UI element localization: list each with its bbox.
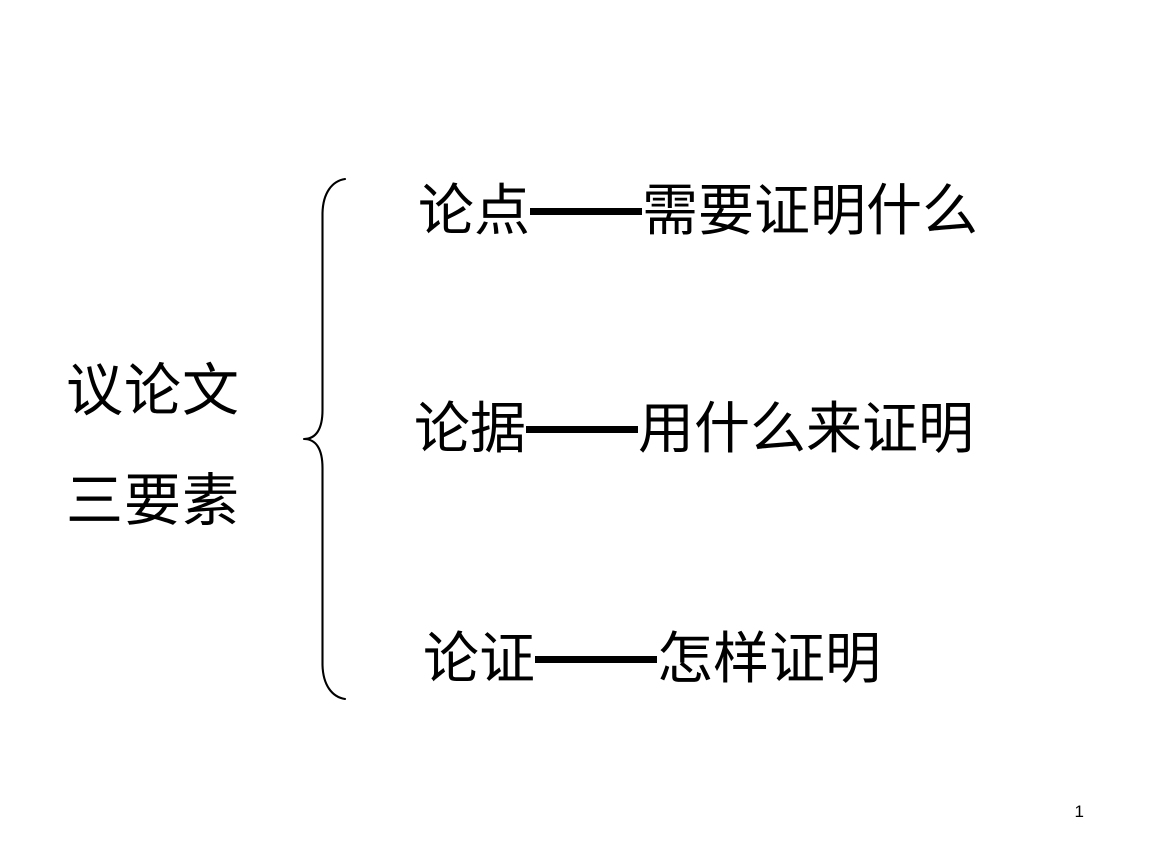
list-item: 论点 需要证明什么 bbox=[418, 180, 978, 244]
left-label-block: 议论文 三要素 bbox=[66, 336, 296, 556]
curly-brace-shape bbox=[302, 177, 347, 701]
em-dash-separator bbox=[530, 208, 642, 215]
item-term: 论据 bbox=[414, 397, 526, 462]
list-item: 论据 用什么来证明 bbox=[414, 398, 974, 462]
em-dash-separator bbox=[526, 426, 638, 433]
em-dash-separator bbox=[535, 656, 657, 663]
page-number: 1 bbox=[1074, 802, 1084, 821]
left-label-line-2: 三要素 bbox=[66, 468, 240, 534]
item-description: 怎样证明 bbox=[657, 627, 881, 692]
curly-brace-icon bbox=[288, 165, 358, 713]
item-term: 论证 bbox=[423, 627, 535, 692]
item-description: 用什么来证明 bbox=[638, 397, 974, 462]
item-description: 需要证明什么 bbox=[642, 179, 978, 244]
list-item: 论证 怎样证明 bbox=[423, 628, 881, 692]
left-label-line-1: 议论文 bbox=[66, 358, 240, 424]
item-term: 论点 bbox=[418, 179, 530, 244]
